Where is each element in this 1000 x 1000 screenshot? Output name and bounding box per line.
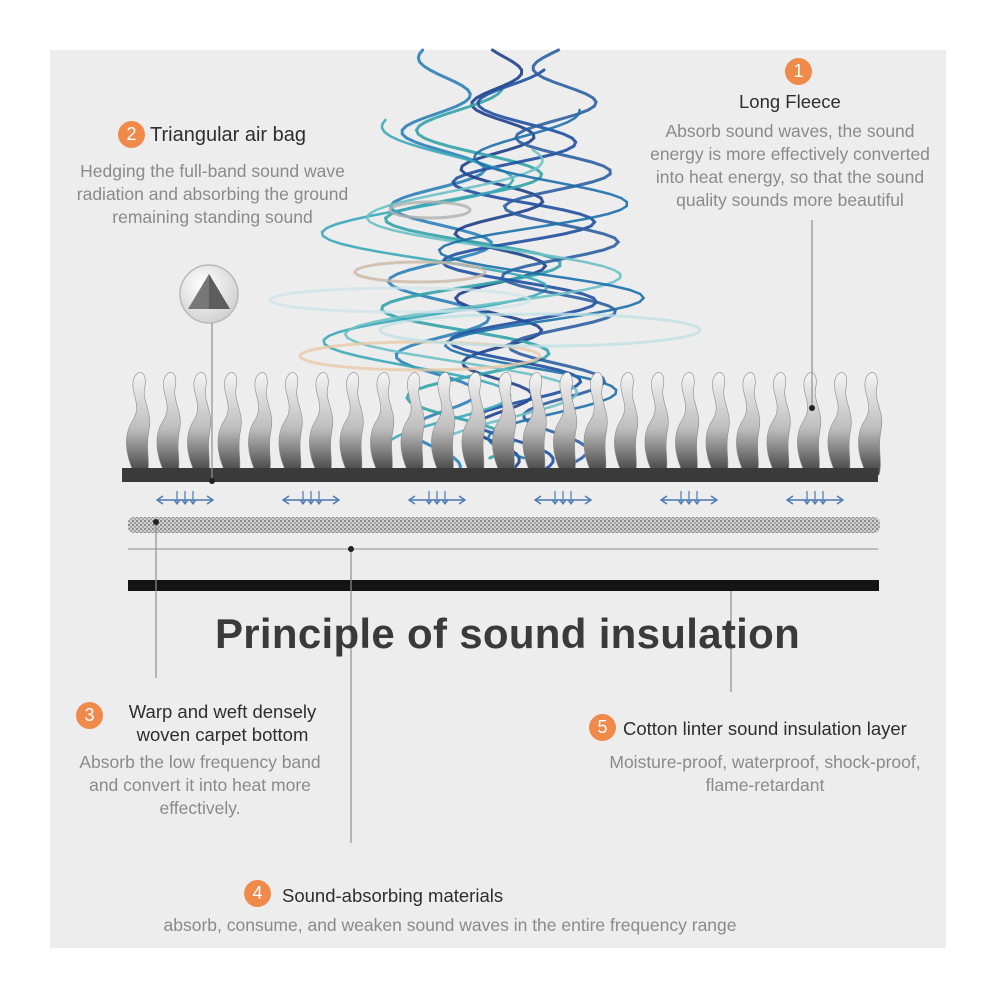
callout-4-heading: Sound-absorbing materials [282,885,504,906]
callout-3-heading: Warp and weft densely woven carpet botto… [128,701,317,745]
triangle-icon [179,264,239,324]
woven-carpet-bottom-layer [128,517,880,533]
leader-dot-4 [348,546,354,552]
leader-dot-3 [153,519,159,525]
diagram-background [50,50,946,948]
callout-4-description: absorb, consume, and weaken sound waves … [163,915,737,935]
callout-2-number: 2 [118,121,145,148]
fleece-base [122,468,878,482]
callout-5-heading: Cotton linter sound insulation layer [623,718,907,739]
diagram-title: Principle of sound insulation [214,610,801,657]
sound-waves [268,48,702,472]
callout-5-description: Moisture-proof, waterproof, shock-proof,… [609,752,921,795]
callout-4-number: 4 [244,880,271,907]
callout-3-description: Absorb the low frequency band and conver… [79,752,321,818]
callout-2-description: Hedging the full-band sound wave radiati… [76,161,349,227]
cotton-linter-layer [128,580,879,591]
callout-2-heading: Triangular air bag [150,124,307,146]
air-flow-arrows [155,491,845,505]
callout-1-number: 1 [785,58,812,85]
callout-1-heading: Long Fleece [739,91,841,112]
callout-1-description: Absorb sound waves, the sound energy is … [650,121,930,210]
leader-dot-1 [809,405,815,411]
long-fleece-fibers [126,372,883,476]
callout-5-number: 5 [589,714,616,741]
leader-dot-2 [209,478,215,484]
callout-3-number: 3 [76,702,103,729]
